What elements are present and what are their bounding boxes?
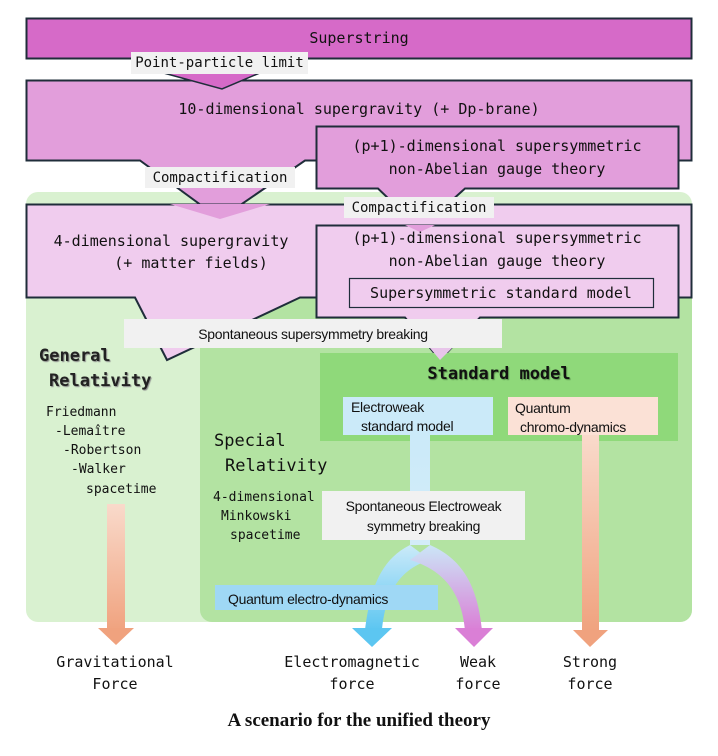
ew-breaking-label: Spontaneous Electroweak symmetry breakin… <box>322 491 525 540</box>
qed-box <box>215 585 438 610</box>
electroweak-line2: standard model <box>361 418 454 434</box>
gauge-upper-line2: non-Abelian gauge theory <box>388 160 606 178</box>
electroweak-box <box>343 397 493 435</box>
ew-breaking-line2: symmetry breaking <box>366 517 481 534</box>
compactification-label-1: Compactification <box>145 167 295 188</box>
electromagnetic-force-line2: force <box>329 675 375 693</box>
flrw-line-2: -Robertson <box>63 443 142 458</box>
general-relativity-line1: General <box>39 346 111 366</box>
gravity-arrow-shaft <box>107 504 125 632</box>
electromagnetic-force-line1: Electromagnetic <box>284 653 420 671</box>
minkowski-line-0: 4-dimensional <box>213 490 315 505</box>
weak-arrow-head <box>455 628 493 647</box>
superstring-box <box>25 17 693 60</box>
susy-breaking-label: Spontaneous supersymmetry breaking <box>124 319 502 348</box>
sugra10-text: 10-dimensional supergravity (+ Dp-brane) <box>178 100 540 118</box>
qcd-line1: Quantum <box>515 400 571 416</box>
flrw-line-1: -Lemaître <box>55 424 126 439</box>
sugra4-line1: 4-dimensional supergravity <box>53 232 289 250</box>
weak-branch <box>410 545 482 630</box>
diagram-caption: A scenario for the unified theory <box>227 710 491 731</box>
gravitational-force-line2: Force <box>92 675 138 693</box>
superstring-text: Superstring <box>309 29 409 47</box>
gauge-upper-line1: (p+1)-dimensional supersymmetric <box>352 137 642 155</box>
electroweak-line1: Electroweak <box>351 399 424 415</box>
weak-force-line2: force <box>455 675 501 693</box>
strong-force-line2: force <box>567 675 613 693</box>
qed-text: Quantum electro-dynamics <box>228 591 389 607</box>
compactification-label-2: Compactification <box>344 197 494 218</box>
gauge-lower-line2: non-Abelian gauge theory <box>388 252 606 270</box>
flrw-line-3: -Walker <box>71 462 126 477</box>
compactification-1-tip <box>170 204 270 219</box>
general-relativity-line2: Relativity <box>49 371 152 391</box>
gravity-arrow-head <box>98 628 134 645</box>
qcd-box <box>508 397 658 435</box>
standard-model-title: Standard model <box>427 364 571 384</box>
strong-force-line1: Strong <box>562 653 618 671</box>
susy-sm-text: Supersymmetric standard model <box>370 284 632 302</box>
gravitational-force-line1: Gravitational <box>56 653 174 671</box>
weak-force-line1: Weak <box>459 653 497 671</box>
point-particle-limit-label: Point-particle limit <box>131 52 308 74</box>
flrw-line-4: spacetime <box>86 482 157 497</box>
susy-breaking-tip <box>430 348 452 360</box>
flrw-line-0: Friedmann <box>46 405 117 420</box>
sugra4-line2: (+ matter fields) <box>114 254 268 272</box>
strong-arrow-head <box>573 630 608 647</box>
special-relativity-line1: Special <box>214 431 286 451</box>
strong-arrow-shaft <box>582 435 599 633</box>
minkowski-line-1: Minkowski <box>221 509 292 524</box>
gauge-lower-line1: (p+1)-dimensional supersymmetric <box>352 229 642 247</box>
minkowski-line-2: spacetime <box>230 528 301 543</box>
compactification-2-tip <box>405 225 435 232</box>
susy-sm-box <box>348 277 655 309</box>
ew-breaking-line1: Spontaneous Electroweak <box>345 497 502 514</box>
qcd-line2: chromo-dynamics <box>520 419 626 435</box>
em-arrow-head <box>352 628 392 647</box>
special-relativity-line2: Relativity <box>225 456 328 476</box>
